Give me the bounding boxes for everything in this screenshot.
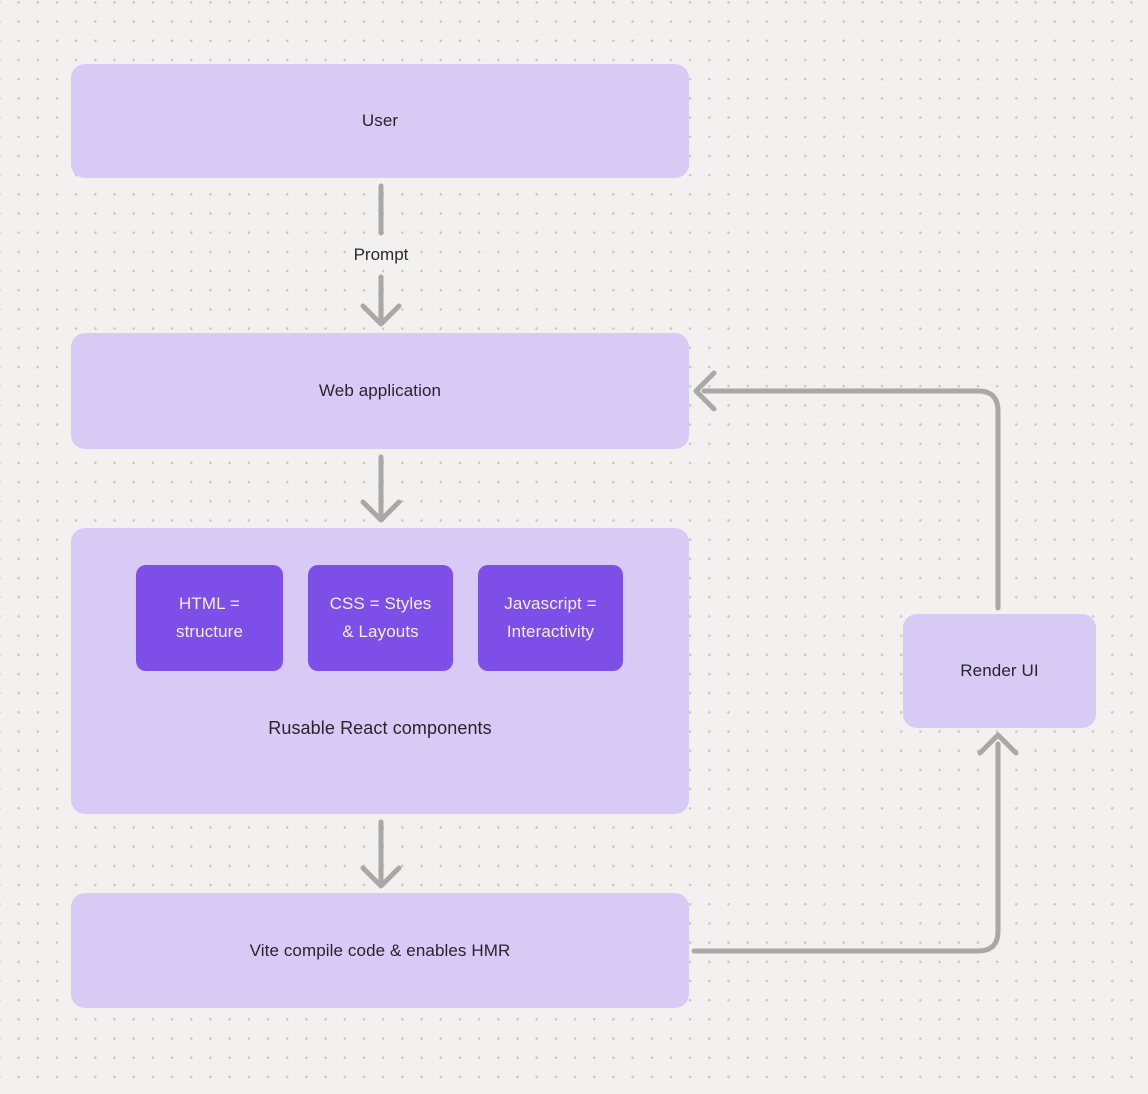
chip-css-label: CSS = Styles & Layouts xyxy=(329,594,432,641)
node-user-label: User xyxy=(361,111,399,130)
node-web-application: Web application xyxy=(71,333,689,449)
arrow-down-head-icon xyxy=(360,499,402,523)
edge-label-prompt: Prompt xyxy=(353,245,409,264)
node-web-application-label: Web application xyxy=(318,381,442,400)
arrow-left-head-icon xyxy=(693,370,717,412)
chip-html: HTML = structure xyxy=(136,565,283,671)
arrow-components-to-vite xyxy=(360,819,402,889)
node-vite-label: Vite compile code & enables HMR xyxy=(249,940,511,960)
arrow-renderui-to-webapp xyxy=(693,370,1001,611)
chip-javascript: Javascript = Interactivity xyxy=(478,565,623,671)
arrow-shaft xyxy=(701,388,1001,611)
chip-html-label: HTML = structure xyxy=(175,594,244,641)
node-render-ui: Render UI xyxy=(903,614,1096,728)
arrow-down-head-icon xyxy=(360,303,402,327)
node-components-group: HTML = structure CSS = Styles & Layouts … xyxy=(71,528,689,814)
arrow-up-head-icon xyxy=(977,732,1019,756)
arrow-down-head-icon xyxy=(360,865,402,889)
node-vite: Vite compile code & enables HMR xyxy=(71,893,689,1008)
chip-css: CSS = Styles & Layouts xyxy=(308,565,453,671)
chip-javascript-label: Javascript = Interactivity xyxy=(504,594,597,641)
arrow-vite-to-renderui xyxy=(691,732,1019,954)
node-user: User xyxy=(71,64,689,178)
components-group-caption: Rusable React components xyxy=(268,718,492,738)
arrow-shaft xyxy=(691,741,1001,954)
arrow-webapp-to-components xyxy=(360,454,402,523)
node-render-ui-label: Render UI xyxy=(960,661,1039,680)
